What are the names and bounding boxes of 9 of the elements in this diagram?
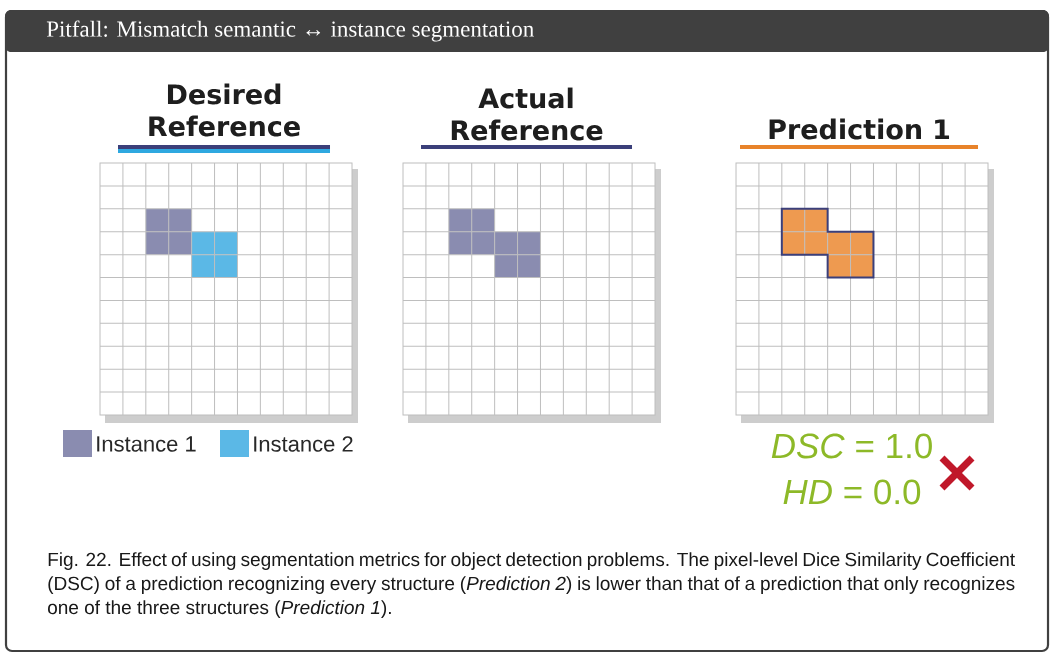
- metric-value: HD = 0.0: [783, 479, 921, 505]
- legend-label: Instance 1: [97, 436, 196, 452]
- title-bar: Pitfall: Mismatch semantic ↔ instance segmentation: [5, 10, 1049, 52]
- metric-value: DSC = 1.0: [771, 433, 932, 459]
- panel-heading: Actual Reference: [451, 87, 603, 141]
- panel-heading: Prediction 1: [769, 118, 950, 140]
- panel-heading: Desired Reference: [149, 83, 300, 137]
- caption: Fig. 22. Effect of using segmentation metrics for object detection problems. The pixel-level Dice Similarity Coefficient (DSC) of a prediction recognizing every structure (Prediction 2) is lower than that of a prediction that only recognizes one of the three structures (Prediction 1).: [48, 552, 1015, 618]
- legend-label: Instance 2: [254, 436, 353, 452]
